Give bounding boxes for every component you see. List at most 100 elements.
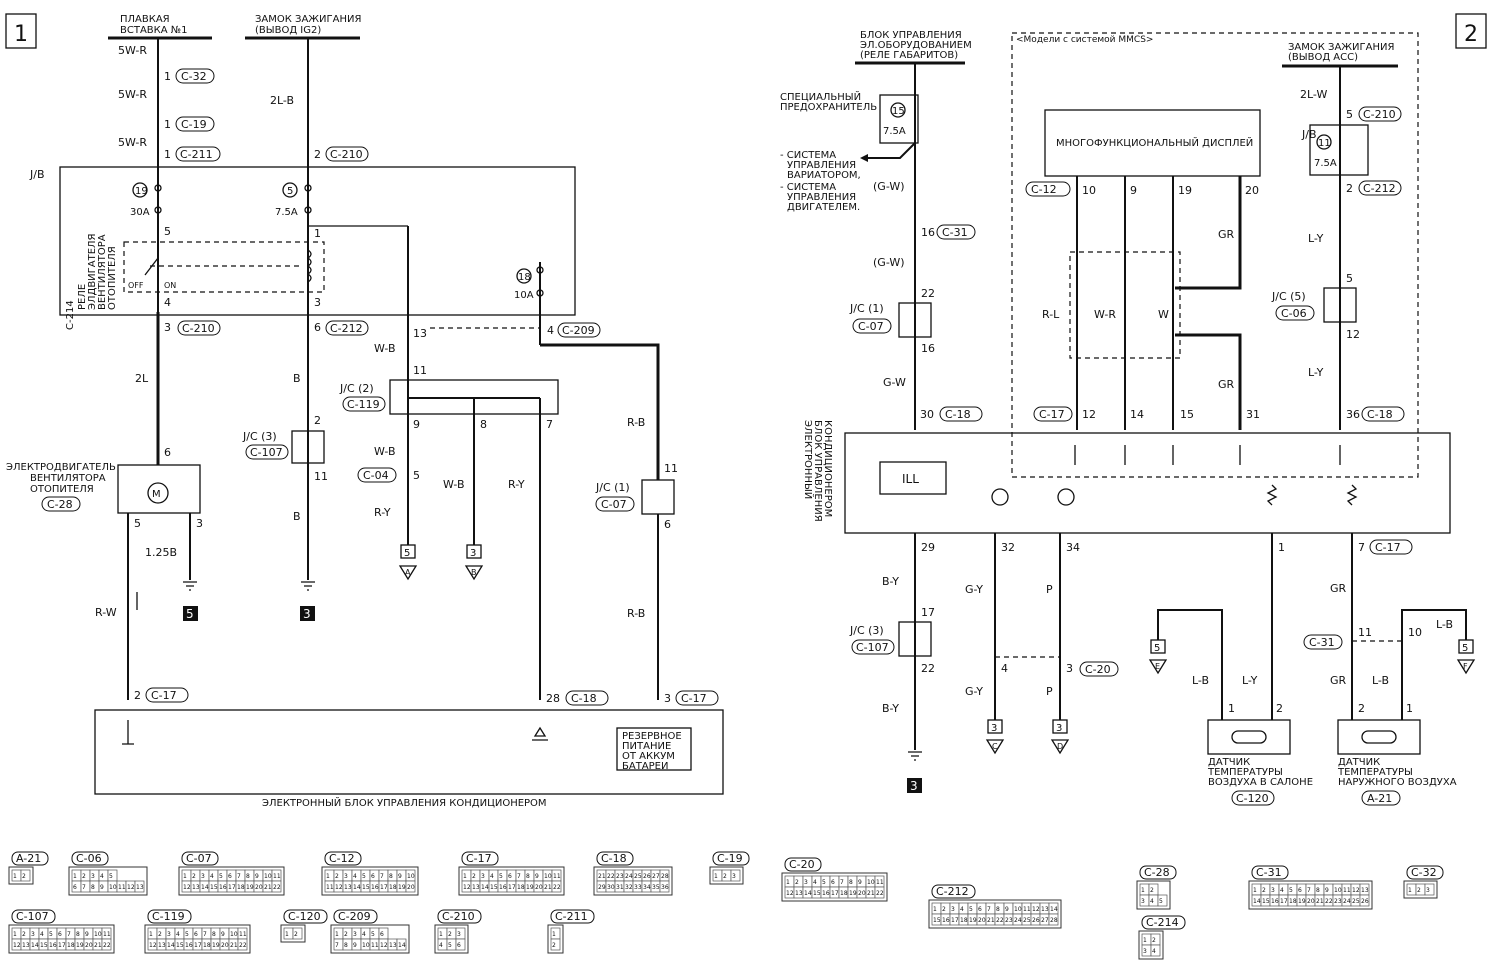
- legend-tag-c-211: [550, 909, 595, 924]
- jb-label: J/B: [29, 168, 45, 181]
- legend-tag-c-209: [333, 909, 378, 924]
- systems-2: УПРАВЛЕНИЯ: [787, 160, 856, 171]
- legend-pin-number: 19: [246, 884, 254, 891]
- relay-label-1: РЕЛЕ: [77, 284, 88, 310]
- ref-d-box: [1052, 719, 1068, 734]
- conn-c04: C-04: [363, 469, 389, 482]
- conn-c210-p2: C-210: [1363, 108, 1396, 121]
- mmcs-box: [1011, 32, 1419, 478]
- pin-1-c211: 1: [164, 148, 171, 161]
- legend-label-c-211: C-211: [555, 910, 588, 923]
- legend-tag-c-32: [1406, 865, 1444, 880]
- legend-pin-number: 2: [448, 931, 452, 938]
- ref-b-num: 3: [470, 548, 476, 559]
- ign-ig2-label-2: (ВЫВОД IG2): [255, 25, 321, 36]
- legend-pin-number: 2: [158, 931, 162, 938]
- fuse-11-marker: [1316, 134, 1332, 150]
- jc3-label-p2: J/C (3): [849, 624, 884, 637]
- ground-icon-fan: [183, 581, 197, 591]
- legend-label-a-21: A-21: [16, 852, 41, 865]
- legend-pin-number: 8: [212, 931, 216, 938]
- legend-pin-number: 9: [398, 873, 402, 880]
- systems-6: ДВИГАТЕЛЕМ.: [787, 202, 860, 213]
- conn-tag-c06: [1275, 305, 1315, 321]
- legend-label-c-17: C-17: [466, 852, 492, 865]
- ac-ecu-bottom-label: ЭЛЕКТРОННЫЙ БЛОК УПРАВЛЕНИЯ КОНДИЦИОНЕРО…: [262, 796, 547, 809]
- legend-pin-number: 12: [335, 884, 343, 891]
- legend-pin-number: 14: [201, 884, 209, 891]
- legend-pin-number: 7: [67, 931, 71, 938]
- legend-pin-number: 9: [100, 884, 104, 891]
- legend-pin-number: 7: [203, 931, 207, 938]
- disp-pin-20: 20: [1245, 184, 1259, 197]
- conn-c28: C-28: [47, 498, 73, 511]
- legend-pin-number: 4: [40, 931, 44, 938]
- wire-label-gr-3: GR: [1330, 582, 1347, 595]
- legend-pin-number: 9: [535, 873, 539, 880]
- legend-label-c-06: C-06: [76, 852, 102, 865]
- c31-pin-11: 11: [1358, 626, 1372, 639]
- legend-pin-number: 10: [867, 879, 875, 886]
- ecu-pin-29: 29: [921, 541, 935, 554]
- wire-label-2lw: 2L-W: [1300, 88, 1327, 101]
- pin-1-c19: 1: [164, 118, 171, 131]
- conn-c20: C-20: [1085, 663, 1111, 676]
- fuse-5-marker: [282, 182, 298, 198]
- sensor-out-thermistor-icon: [1361, 730, 1397, 744]
- fuse-11-rating: 7.5A: [1314, 158, 1337, 169]
- conn-c32: C-32: [181, 70, 207, 83]
- legend-pin-number: 4: [1150, 898, 1154, 905]
- legend-pin-number: 2: [723, 873, 727, 880]
- ac-ecu-side-label: ЭЛЕКТРОННЫЙ БЛОК УПРАВЛЕНИЯ КОНДИЦИОНЕРО…: [802, 420, 833, 522]
- legend-pin-number: 2: [1417, 887, 1421, 894]
- jb-label-p2: J/B: [1301, 128, 1317, 141]
- legend-pin-number: 5: [499, 873, 503, 880]
- pin-6-c212: 6: [314, 321, 321, 334]
- fuse-18-num: 18: [518, 272, 531, 283]
- legend-pin-number: 24: [625, 873, 633, 880]
- fan-label-3: ОТОПИТЕЛЯ: [30, 484, 94, 495]
- legend-pin-number: 3: [1426, 887, 1430, 894]
- legend-pin-number: 2: [1262, 887, 1266, 894]
- jc2-pin-8: 8: [480, 418, 487, 431]
- ground-icon-b: [301, 581, 315, 591]
- wire-label-gy-2: G-Y: [965, 685, 983, 698]
- legend-pin-number: 14: [398, 942, 406, 949]
- legend-pin-number: 16: [49, 942, 57, 949]
- conn-c210-bot: C-210: [182, 322, 215, 335]
- wire-label-ly-2: L-Y: [1308, 366, 1324, 379]
- legend-pin-number: 27: [1041, 917, 1049, 924]
- legend-tag-c-06: [71, 851, 109, 866]
- sensor-in-thermistor-icon: [1231, 730, 1267, 744]
- conn-tag-c17-a: [145, 687, 189, 703]
- legend-pin-number: 16: [185, 942, 193, 949]
- conn-c19: C-19: [181, 118, 207, 131]
- conn-c120: C-120: [1236, 792, 1269, 805]
- legend-label-c-119: C-119: [152, 910, 185, 923]
- legend-pin-number: 22: [273, 884, 281, 891]
- relay-label-2: ЭЛДВИГАТЕЛЯ: [87, 234, 98, 311]
- conn-tag-c07-p2: [852, 318, 892, 334]
- etacs-label-1: БЛОК УПРАВЛЕНИЯ: [860, 30, 962, 41]
- legend-pin-number: 20: [978, 917, 986, 924]
- conn-tag-c19: [175, 116, 215, 132]
- legend-pin-number: 1: [463, 873, 467, 880]
- page-marker-1-frame: [5, 13, 37, 49]
- spec-fuse-1: СПЕЦИАЛЬНЫЙ: [780, 90, 861, 103]
- legend-pin-number: 6: [228, 873, 232, 880]
- conn-tag-c212: [325, 320, 369, 336]
- jc1-pin-6-p1: 6: [664, 518, 671, 531]
- ref-c-num: 3: [991, 723, 997, 734]
- conn-tag-c210-bot: [177, 320, 221, 336]
- fuse1-label-2: ВСТАВКА №1: [120, 25, 188, 36]
- legend-pin-cell: [405, 880, 416, 893]
- conn-c210-top: C-210: [330, 148, 363, 161]
- legend-pin-number: 3: [201, 873, 205, 880]
- wire-systems: [868, 142, 916, 159]
- conn-c31-a: C-31: [942, 226, 968, 239]
- legend-pin-number: 2: [1150, 887, 1154, 894]
- legend-pin-number: 22: [103, 942, 111, 949]
- conn-tag-c212-p2: [1358, 180, 1402, 196]
- jc1-pin-22: 22: [921, 287, 935, 300]
